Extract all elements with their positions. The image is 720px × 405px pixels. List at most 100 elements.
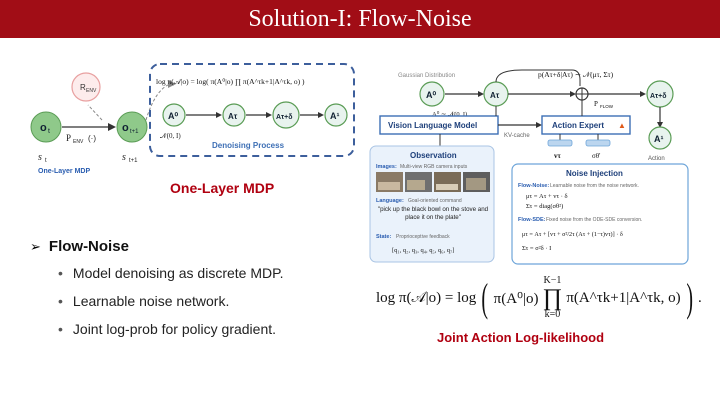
a1-label: A¹ <box>330 111 340 121</box>
at-node <box>222 103 246 127</box>
formula-body: π(A⁰|o) <box>493 290 539 307</box>
right-caption: Joint Action Log-likelihood <box>437 330 605 345</box>
formula-end: . <box>697 289 702 306</box>
atd-node <box>272 101 300 129</box>
arrow-bullet-icon: ➢ <box>30 238 41 254</box>
action-label: Action <box>648 156 665 162</box>
r-a1-label: A¹ <box>654 134 664 144</box>
action-expert-box <box>541 115 631 135</box>
slide-title: Solution-I: Flow-Noise <box>0 0 720 38</box>
bullet-text: Learnable noise network. <box>72 293 230 309</box>
denoising-box <box>149 63 355 157</box>
bullet-items: • Model denoising as discrete MDP. • Learna… <box>58 265 340 337</box>
penv-sub: ENV <box>73 139 84 145</box>
bullet-dot-icon: • <box>58 321 63 337</box>
main-formula: log π(𝒜|o) = log ( π(A⁰|o) K−1 ∏ k=0 π(A… <box>376 275 702 320</box>
prod-bottom: k=0 <box>544 309 561 320</box>
v-bar <box>547 139 573 147</box>
ot1-node <box>116 111 148 143</box>
r-atd-label: Aτ+δ <box>650 93 667 100</box>
flow-sde-eq2: Στ = σ²δ · I <box>522 245 551 252</box>
state-vec: [q₁, q₂, q₃, q₄, q₅, q₆, q₇] <box>392 247 454 254</box>
flow-noise-desc: Learnable noise from the noise network. <box>550 183 639 189</box>
sigma-label: σθ' <box>592 152 600 160</box>
bullet-item: • Learnable noise network. <box>58 293 340 309</box>
penv-label: P <box>66 133 71 143</box>
ot-label: o <box>40 122 47 134</box>
noise-injection-box <box>511 163 689 265</box>
r-at-label: Aτ <box>490 91 500 100</box>
top-formula: p(Aτ+δ|Aτ) ∼ 𝒩(μτ, Στ) <box>538 70 614 79</box>
noise-title: Noise Injection <box>566 169 623 178</box>
bullet-item: • Joint log-prob for policy gradient. <box>58 321 340 337</box>
bullet-dot-icon: • <box>58 265 63 281</box>
inner-formula: log π(𝒜|o) = log( π(A⁰|o) ∏ π(A^τk+1|A^τ… <box>156 77 305 86</box>
mdp-caption: One-Layer MDP <box>38 168 90 175</box>
left-caption: One-Layer MDP <box>170 180 275 196</box>
language-desc: Goal-oriented command <box>408 198 462 204</box>
prod-symbol: ∏ <box>542 285 563 311</box>
obs-title: Observation <box>410 151 457 160</box>
flow-sde-eq1: μτ = Aτ + [vτ + σ²/2τ (Aτ + (1−τ)vτ)] · … <box>522 231 623 238</box>
language-command: "pick up the black bowl on the stove and… <box>377 206 489 221</box>
dashed-link-arrow <box>145 83 171 121</box>
flow-noise-label: Flow-Noise: <box>518 183 549 189</box>
action-expert-label: Action Expert <box>552 121 604 130</box>
language-label: Language: <box>376 198 404 204</box>
a0-dist: A⁰ ∼ 𝒩(0, I) <box>432 110 467 118</box>
formula-lhs: log π(𝒜|o) = log <box>376 290 477 306</box>
formula-term: π(A^τk+1|A^τk, o) <box>566 289 681 306</box>
atd-label: Aτ+δ <box>276 114 293 121</box>
pflow-sub: FLOW <box>600 104 614 109</box>
bullet-text: Model denoising as discrete MDP. <box>72 265 284 281</box>
kv-label: KV-cache <box>504 133 530 139</box>
bullet-heading: ➢ Flow-Noise <box>30 238 340 255</box>
a0-node <box>162 103 186 127</box>
formula-product: K−1 ∏ k=0 <box>543 276 563 320</box>
penv-arg: (·) <box>88 134 96 143</box>
flow-noise-architecture-diagram: Gaussian Distribution p(Aτ+δ|Aτ) ∼ 𝒩(μτ,… <box>369 69 689 265</box>
st-sub: t <box>45 158 47 164</box>
at-label: Aτ <box>228 112 238 121</box>
denoise-label: Denoising Process <box>212 141 285 150</box>
st1-sub: t+1 <box>129 158 138 164</box>
bullet-item: • Model denoising as discrete MDP. <box>58 265 340 281</box>
bullet-dot-icon: • <box>58 293 63 309</box>
gaussian-label: Gaussian Distribution <box>398 73 455 79</box>
images-label: Images: <box>376 164 397 170</box>
bullet-heading-text: Flow-Noise <box>48 238 129 255</box>
one-layer-mdp-diagram: R ENV o t P ENV (·) o t+1 s t s t+1 One-… <box>30 63 355 175</box>
r-a1-node <box>648 126 672 150</box>
state-desc: Proprioceptive feedback <box>396 234 450 240</box>
flame-icon: ▲ <box>618 121 626 130</box>
st-label: s <box>38 152 42 163</box>
renv-sub: ENV <box>86 88 97 94</box>
ot1-label: o <box>122 122 129 134</box>
renv-label: R <box>80 83 86 92</box>
r-a0-label: A⁰ <box>426 90 436 100</box>
images-desc: Multi-view RGB camera inputs <box>400 164 468 170</box>
flow-noise-eq1: μτ = Aτ + vτ · δ <box>526 193 568 200</box>
ot-node <box>30 111 62 143</box>
st1-label: s <box>122 152 126 163</box>
at-to-sum-path <box>495 69 581 86</box>
flow-noise-eq2: Στ = diag(σθ²) <box>526 203 563 210</box>
normal-label: 𝒩(0, I) <box>160 132 181 140</box>
v-label: vτ <box>554 152 562 160</box>
vlm-label: Vision Language Model <box>388 121 477 130</box>
flow-sde-desc: Fixed noise from the ODE-SDE conversion. <box>546 217 642 223</box>
prod-top: K−1 <box>543 275 562 286</box>
renv-node <box>71 72 101 102</box>
state-label: State: <box>376 234 391 240</box>
ot-sub: t <box>48 128 50 135</box>
bullet-list: ➢ Flow-Noise • Model denoising as discret… <box>30 238 340 349</box>
a1-node <box>324 103 348 127</box>
a0-label: A⁰ <box>168 111 178 121</box>
ot1-sub: t+1 <box>130 129 139 135</box>
bullet-text: Joint log-prob for policy gradient. <box>72 321 277 337</box>
r-a0-node <box>419 81 445 107</box>
pflow-label: P <box>594 100 598 108</box>
sigma-bar <box>585 139 611 147</box>
flow-sde-label: Flow-SDE: <box>518 217 546 223</box>
renv-arrow <box>87 104 103 121</box>
